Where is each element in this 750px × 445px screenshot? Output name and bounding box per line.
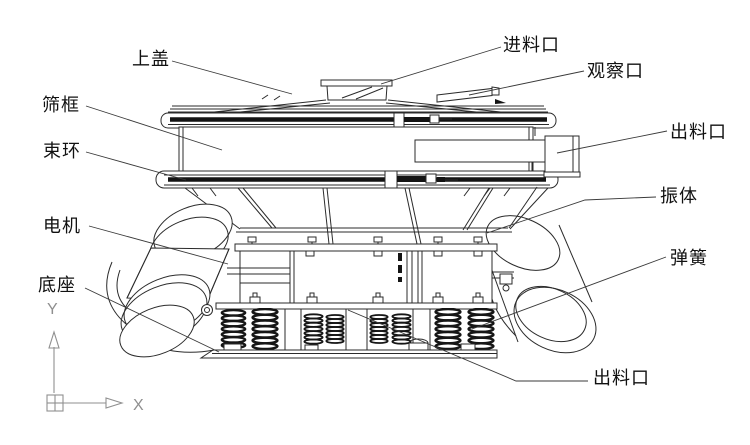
base-plate-drawing [199, 349, 498, 359]
feed-inlet-drawing [320, 79, 393, 101]
label-outlet-lower: 出料口 [593, 368, 650, 388]
discharge-outlet-upper-drawing [414, 127, 581, 178]
leader-observation-port [468, 70, 585, 96]
leader-feed-inlet [380, 46, 502, 85]
leader-lines [84, 46, 668, 382]
label-base: 底座 [38, 275, 76, 295]
leader-top-cover [171, 60, 293, 95]
label-clamp-ring: 束环 [43, 141, 81, 161]
leader-base [84, 287, 220, 353]
label-sieve-frame: 筛框 [42, 95, 80, 115]
plate-bolts [249, 292, 484, 304]
label-vibrating-body: 振体 [660, 186, 698, 206]
label-feed-inlet: 进料口 [503, 35, 560, 55]
lid-rim-drawing [160, 105, 557, 129]
clamp-bolt-upper [393, 112, 452, 128]
leader-clamp-ring [85, 151, 187, 181]
leader-motor [88, 225, 229, 265]
leader-spring [471, 256, 667, 330]
label-outlet-upper: 出料口 [670, 122, 727, 142]
part-labels: 上盖 进料口 观察口 出料口 振体 弹簧 出料口 筛框 束环 电机 底座 [38, 35, 727, 388]
leader-outlet-upper [556, 130, 668, 154]
label-observation-port: 观察口 [587, 61, 644, 81]
observation-port-drawing [436, 86, 506, 104]
clamp-ring-drawing [155, 170, 559, 189]
label-top-cover: 上盖 [132, 49, 170, 69]
vibrating-body-drawing [184, 186, 549, 245]
leader-sieve-frame [85, 105, 223, 151]
label-motor: 电机 [43, 216, 81, 236]
x-axis-label: X [133, 397, 144, 414]
label-spring: 弹簧 [670, 248, 708, 268]
leader-outlet-lower [347, 309, 588, 382]
leader-vibrating-body [486, 196, 657, 234]
right-weight-cylinder-drawing [485, 215, 597, 354]
clamp-bolt-lower [384, 170, 458, 189]
beam-bolts [247, 236, 483, 244]
motor-drawing [106, 203, 233, 358]
frame-body-drawing [227, 236, 514, 304]
ucs-axis-icon: Y X [46, 301, 144, 414]
y-axis-label: Y [47, 301, 58, 318]
